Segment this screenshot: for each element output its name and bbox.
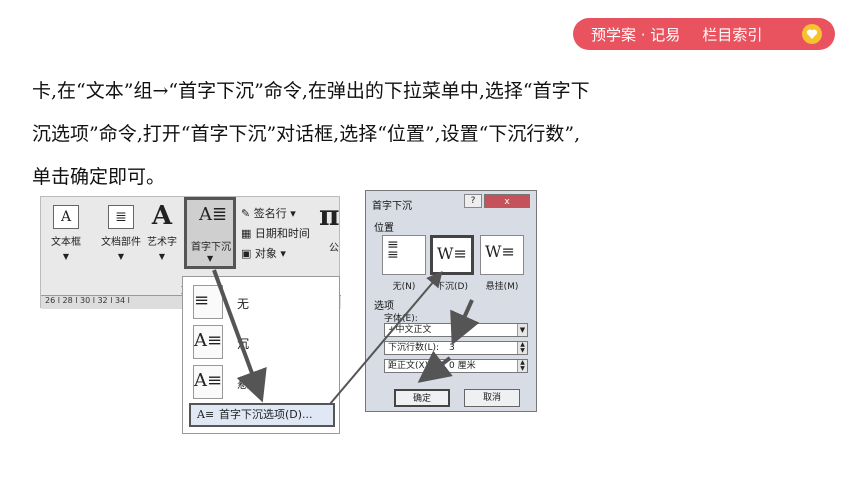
dropcap-dropped-icon: A≡ bbox=[193, 325, 223, 359]
equation-icon[interactable]: π bbox=[319, 199, 340, 232]
dropcap-dialog: 首字下沉 ? x 位置 ≡≡ 无(N) W≡ 下沉(D) W≡ 悬挂(M) 选项… bbox=[365, 190, 537, 412]
close-button[interactable]: x bbox=[484, 194, 530, 208]
dropcap-menu: ≡ 无 A≡ 沉 A≡ 悬 A≡ 首字下沉选项(D)... bbox=[182, 276, 340, 434]
section-nav: 预学案 · 记易 栏目索引 bbox=[573, 18, 835, 50]
quick-parts-button[interactable]: ≣ 文档部件 ▼ bbox=[99, 205, 143, 261]
position-none-icon: ≡≡ bbox=[387, 237, 399, 263]
equation-label: 公 bbox=[329, 243, 339, 254]
dropcap-button[interactable]: A≣ 首字下沉 ▼ bbox=[184, 197, 236, 269]
signature-icon: ✎ bbox=[241, 207, 251, 220]
position-margin-icon: W≡ bbox=[485, 242, 515, 261]
text-line-3: 单击确定即可。 bbox=[32, 166, 166, 188]
wordart-button[interactable]: A 艺术字 ▼ bbox=[147, 201, 177, 261]
distance-input[interactable]: 距正文(X): 0 厘米 ▲▼ bbox=[384, 359, 528, 373]
position-none-label: 无(N) bbox=[392, 282, 416, 292]
chevron-down-icon: ▼ bbox=[117, 252, 125, 261]
drop-lines-input[interactable]: 下沉行数(L): 3 ▲▼ bbox=[384, 341, 528, 355]
chevron-down-icon: ▼ bbox=[207, 254, 214, 263]
datetime-button[interactable]: ▦ 日期和时间 bbox=[241, 227, 310, 240]
spinner-icon[interactable]: ▲▼ bbox=[517, 360, 527, 372]
font-select[interactable]: +中文正文 ▼ bbox=[384, 323, 528, 337]
signature-line-button[interactable]: ✎ 签名行 ▾ bbox=[241, 207, 296, 220]
nav-label-index[interactable]: 栏目索引 bbox=[702, 25, 763, 44]
object-button[interactable]: ▣ 对象 ▾ bbox=[241, 247, 286, 260]
position-margin-option[interactable]: W≡ bbox=[480, 235, 524, 275]
object-icon: ▣ bbox=[241, 247, 252, 260]
menu-item-none[interactable]: ≡ 无 bbox=[189, 283, 335, 323]
chevron-down-icon: ▼ bbox=[517, 324, 527, 336]
position-dropped-icon: W≡ bbox=[437, 244, 467, 263]
textbox-icon: A bbox=[53, 205, 79, 229]
spinner-icon[interactable]: ▲▼ bbox=[517, 342, 527, 354]
chevron-down-icon: ▼ bbox=[158, 252, 166, 261]
text-line-1: 卡,在“文本”组→“首字下沉”命令,在弹出的下拉菜单中,选择“首字下 bbox=[32, 80, 590, 102]
heart-icon bbox=[802, 24, 822, 44]
instruction-text: 卡,在“文本”组→“首字下沉”命令,在弹出的下拉菜单中,选择“首字下 沉选项”命… bbox=[32, 70, 832, 199]
chevron-down-icon: ▼ bbox=[62, 252, 70, 261]
position-none-option[interactable]: ≡≡ bbox=[382, 235, 426, 275]
calendar-icon: ▦ bbox=[241, 227, 252, 240]
dropcap-options-icon: A≡ bbox=[197, 408, 215, 421]
position-margin-label: 悬挂(M) bbox=[485, 282, 519, 292]
options-label: 选项 bbox=[374, 301, 394, 312]
dropcap-none-icon: ≡ bbox=[193, 285, 223, 319]
textbox-button[interactable]: A 文本框 ▼ bbox=[49, 205, 83, 261]
dialog-title: 首字下沉 bbox=[372, 201, 412, 212]
position-label: 位置 bbox=[374, 223, 394, 234]
text-line-2: 沉选项”命令,打开“首字下沉”对话框,选择“位置”,设置“下沉行数”, bbox=[32, 123, 581, 145]
menu-item-dropped[interactable]: A≡ 沉 bbox=[189, 323, 335, 363]
dropcap-margin-icon: A≡ bbox=[193, 365, 223, 399]
dropcap-icon: A≣ bbox=[199, 204, 228, 225]
ok-button[interactable]: 确定 bbox=[394, 389, 450, 407]
help-button[interactable]: ? bbox=[464, 194, 482, 208]
cancel-button[interactable]: 取消 bbox=[464, 389, 520, 407]
position-dropped-label: 下沉(D) bbox=[436, 282, 468, 292]
menu-item-options[interactable]: A≡ 首字下沉选项(D)... bbox=[189, 403, 335, 427]
wordart-icon: A bbox=[151, 201, 173, 231]
position-dropped-option[interactable]: W≡ bbox=[430, 235, 474, 275]
quick-parts-icon: ≣ bbox=[108, 205, 134, 229]
nav-label-preview[interactable]: 预学案 · 记易 bbox=[591, 25, 681, 44]
menu-item-margin[interactable]: A≡ 悬 bbox=[189, 363, 335, 403]
